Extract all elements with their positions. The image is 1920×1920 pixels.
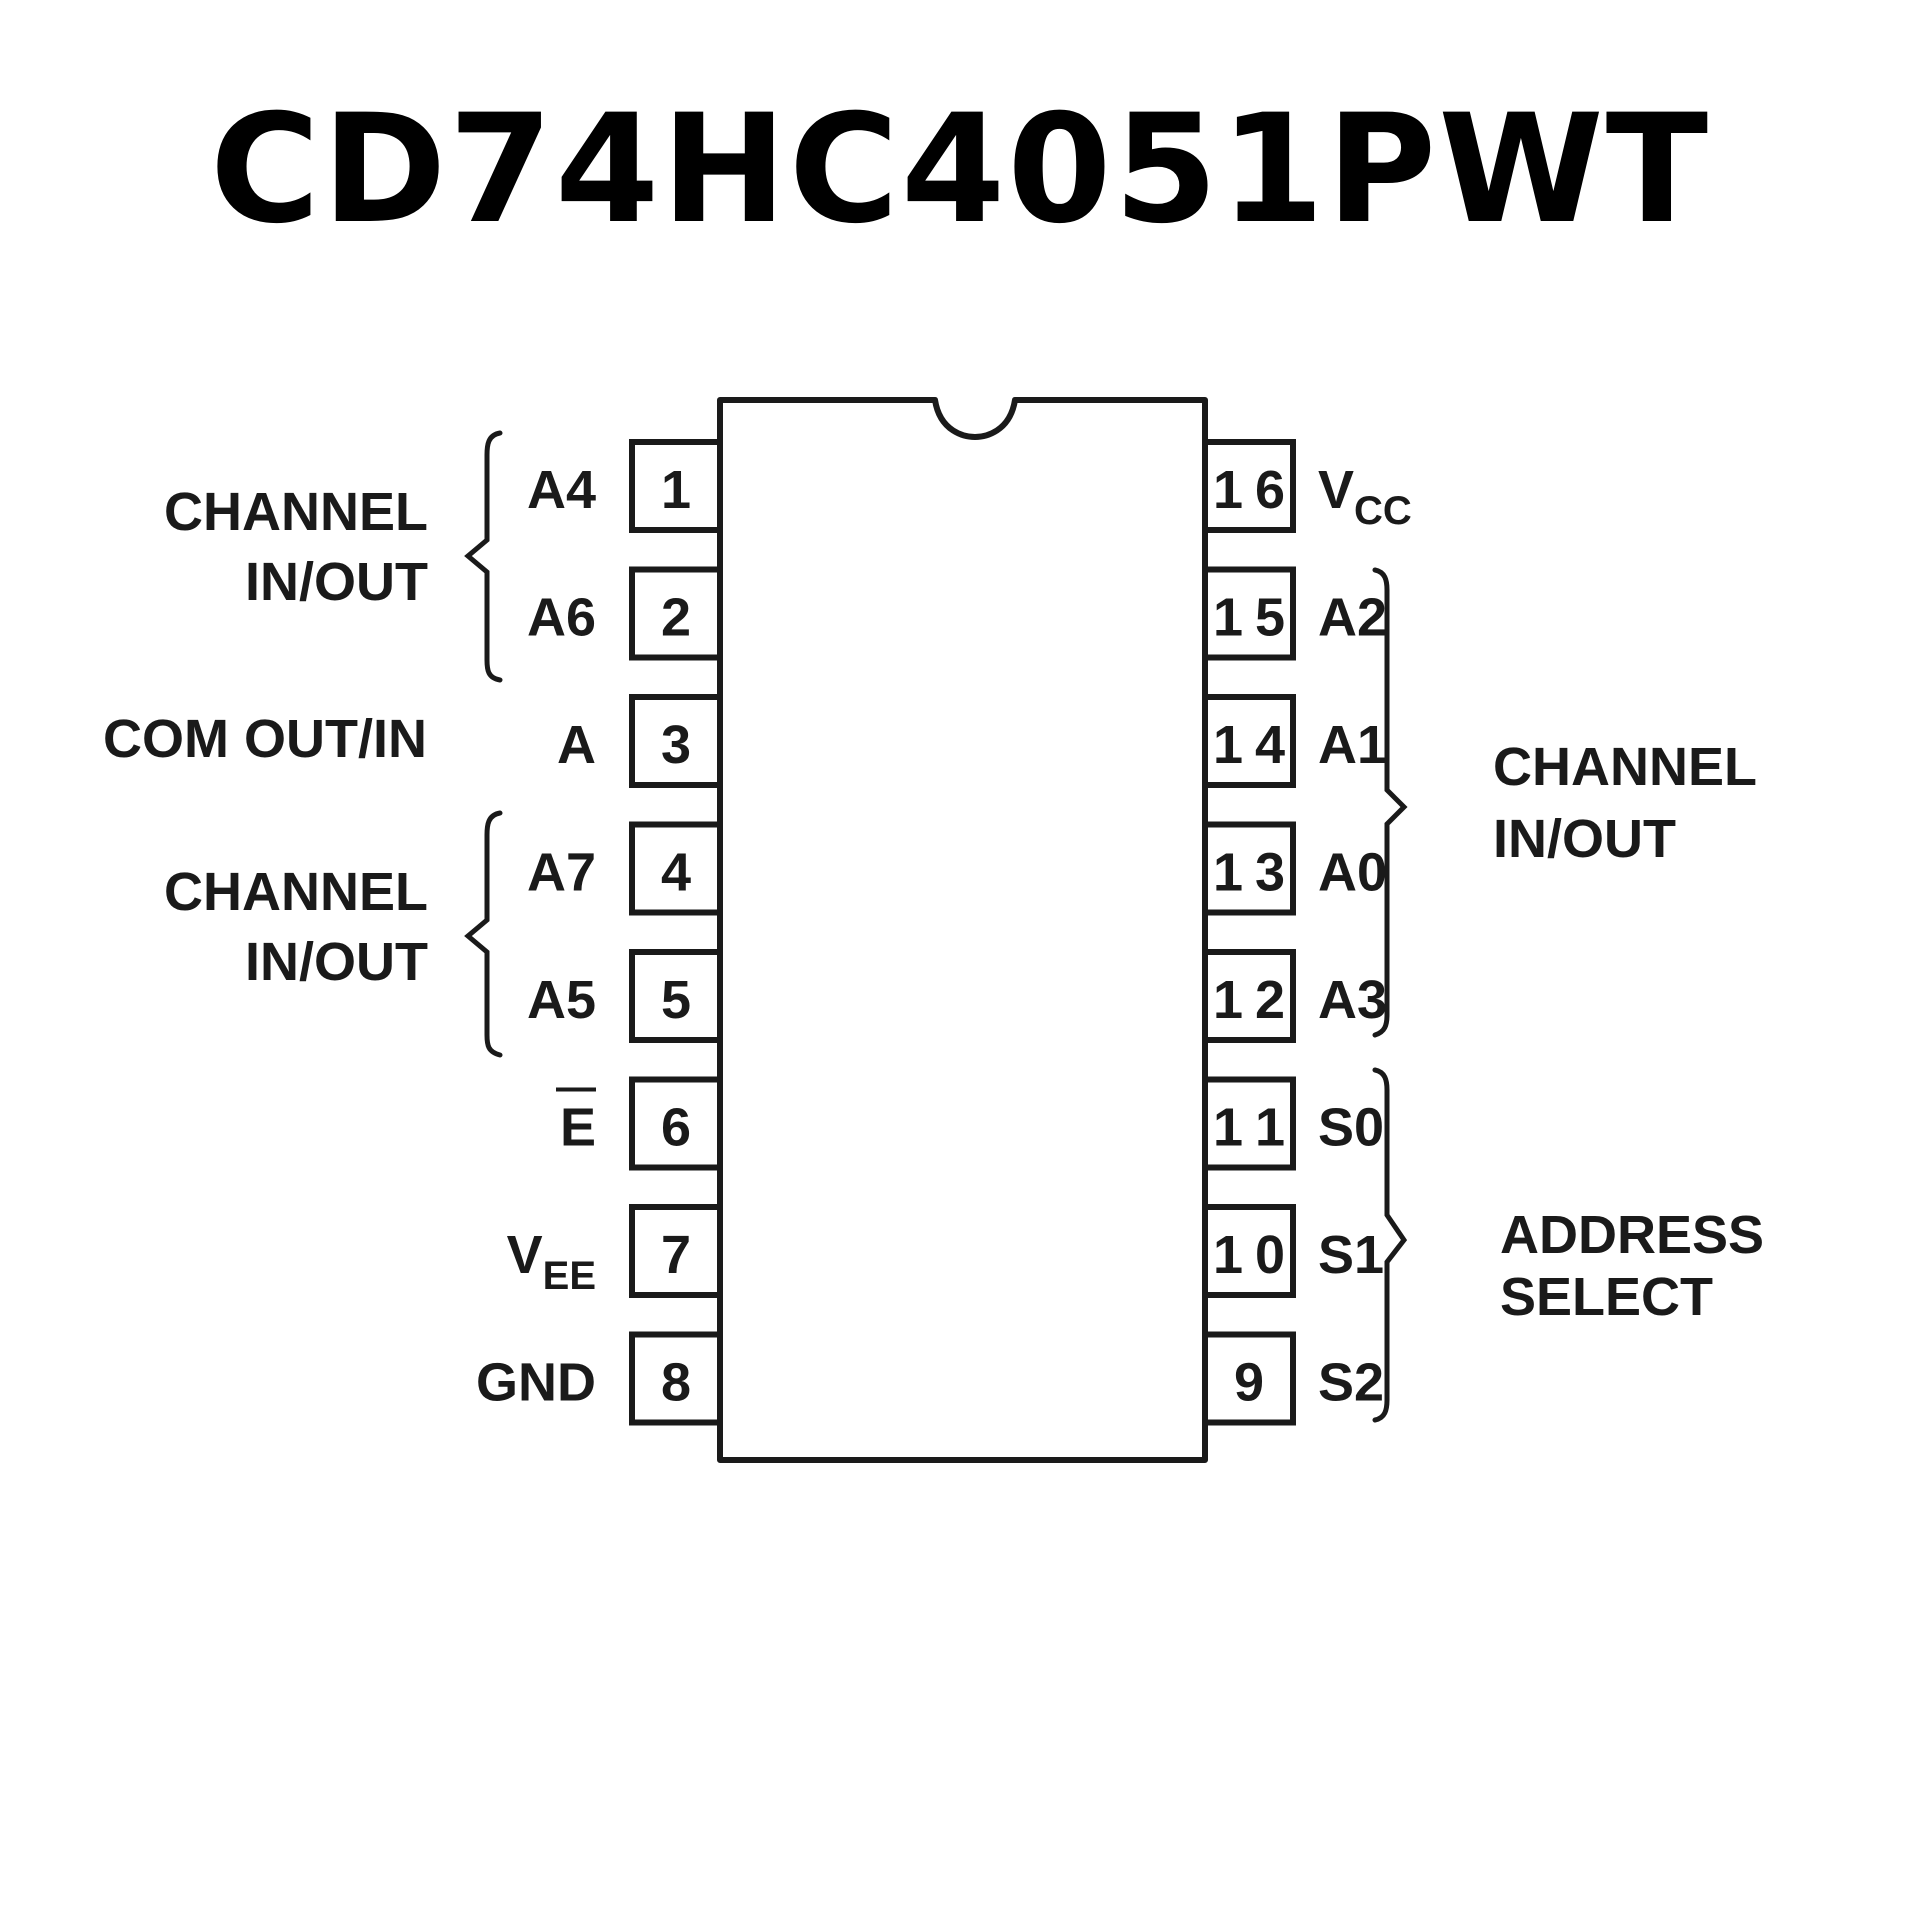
pin-6: 6E xyxy=(556,1076,723,1171)
pin-box xyxy=(629,566,723,661)
pin-label: VCC xyxy=(1318,460,1412,533)
pin-box xyxy=(1202,1076,1296,1171)
group-label-left-top-line1: CHANNEL xyxy=(164,482,428,542)
pin-label: A6 xyxy=(527,588,596,648)
brace-left-top xyxy=(464,430,503,683)
pin-box xyxy=(629,821,723,916)
pin-box xyxy=(1202,439,1296,533)
pin-label: A2 xyxy=(1318,588,1387,648)
pin-number: 9 xyxy=(1234,1353,1264,1413)
pin-label: GND xyxy=(476,1353,596,1413)
pin-4: 4 A7 xyxy=(527,821,723,916)
pin-label: A0 xyxy=(1318,843,1387,903)
pin-label: A1 xyxy=(1318,715,1387,775)
pin-label: A5 xyxy=(527,970,596,1030)
group-label-com: COM OUT/IN xyxy=(103,709,427,769)
pin-label: S1 xyxy=(1318,1225,1384,1285)
pin-number: 8 xyxy=(661,1353,691,1413)
pin-1: 1 A4 xyxy=(527,439,723,533)
pin-8: 8 GND xyxy=(476,1331,723,1426)
brace-right-channel xyxy=(1372,567,1408,1038)
pin-box xyxy=(1202,821,1296,916)
group-label-left-bottom-line1: CHANNEL xyxy=(164,862,428,922)
ic-body xyxy=(717,397,1208,1463)
pin-label: VEE xyxy=(507,1225,596,1298)
brace-right-address xyxy=(1372,1067,1408,1423)
pin-box xyxy=(629,1204,723,1298)
pin-label: E xyxy=(560,1098,596,1158)
pin-label: A xyxy=(557,715,596,775)
pin-box xyxy=(1202,1331,1296,1426)
pin-number: 4 xyxy=(661,843,691,903)
pin-number: 1 xyxy=(661,460,691,520)
pin-box xyxy=(629,949,723,1043)
pin-3: 3A xyxy=(557,694,723,788)
group-label-right-channel-line2: IN/OUT xyxy=(1493,809,1676,869)
pin-box xyxy=(1202,694,1296,788)
pin-label: A3 xyxy=(1318,970,1387,1030)
pin-number: 2 xyxy=(661,588,691,648)
pin-label: A4 xyxy=(527,460,596,520)
group-label-left-top-line2: IN/OUT xyxy=(245,552,428,612)
pin-box xyxy=(1202,949,1296,1043)
pin-5: 5 A5 xyxy=(527,949,723,1043)
pin-label: S2 xyxy=(1318,1353,1384,1413)
pin-9: 9 S2 xyxy=(1202,1331,1384,1426)
pin-number: 3 xyxy=(661,715,691,775)
pin-label: A7 xyxy=(527,843,596,903)
pin-box xyxy=(1202,566,1296,661)
brace-left-bottom xyxy=(464,810,503,1058)
pin-label: S0 xyxy=(1318,1098,1384,1158)
pin-box xyxy=(629,439,723,533)
pin-box xyxy=(629,694,723,788)
chip-title: CD74HC4051PWT xyxy=(209,83,1711,257)
pin-2: 2 A6 xyxy=(527,566,723,661)
group-label-right-channel-line1: CHANNEL xyxy=(1493,737,1757,797)
group-label-left-bottom-line2: IN/OUT xyxy=(245,932,428,992)
pin-box xyxy=(629,1331,723,1426)
pin-7: 7 VEE xyxy=(507,1204,723,1298)
group-label-right-address-line2: SELECT xyxy=(1500,1267,1713,1327)
pin-number: 7 xyxy=(661,1225,691,1285)
pin-box xyxy=(629,1076,723,1171)
pin-number: 5 xyxy=(661,970,691,1030)
pin-number: 6 xyxy=(661,1098,691,1158)
group-label-right-address-line1: ADDRESS xyxy=(1500,1205,1764,1265)
pin-box xyxy=(1202,1204,1296,1298)
